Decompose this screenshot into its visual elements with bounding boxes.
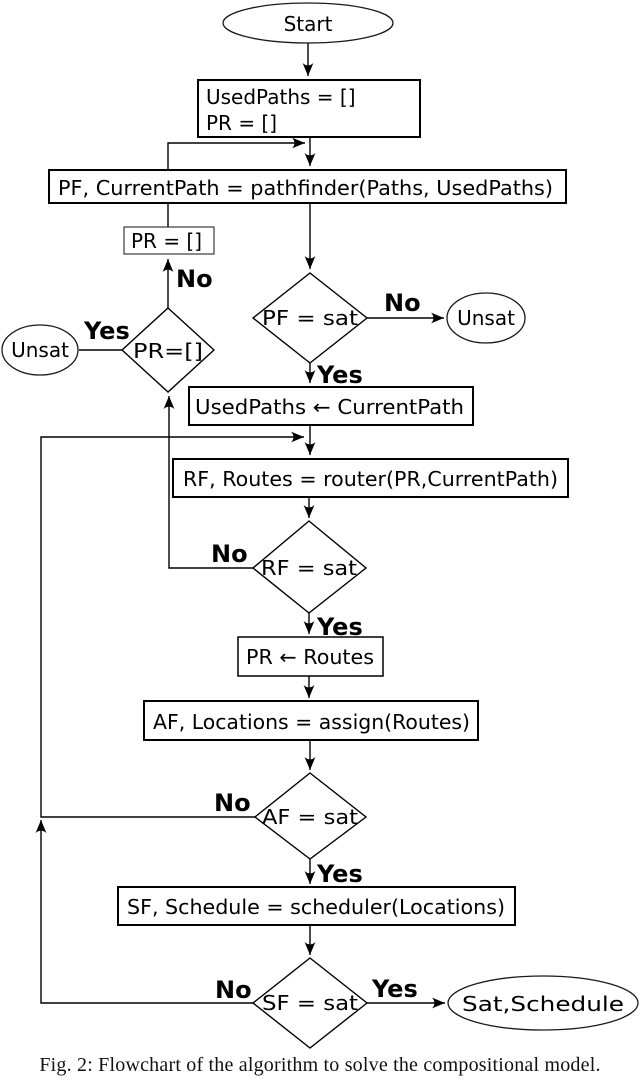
scheduler-label: SF, Schedule = scheduler(Locations) (127, 895, 505, 919)
rf-check-label: RF = sat (261, 556, 357, 580)
rf-yes-label: Yes (316, 613, 363, 641)
used-paths-update-label: UsedPaths ← CurrentPath (195, 395, 464, 419)
pf-check-diamond (251, 272, 369, 364)
assign-label: AF, Locations = assign(Routes) (153, 710, 470, 734)
pr-update-label: PR ← Routes (246, 645, 374, 669)
rf-check-diamond (251, 520, 368, 614)
edge-afcheck-no-loop-to-router (40, 431, 304, 818)
pr-check-diamond (120, 307, 216, 393)
sf-no-label: No (215, 976, 252, 1004)
af-check-label: AF = sat (262, 805, 358, 829)
sat-schedule-node (447, 975, 639, 1031)
unsat-left-label: Unsat (11, 338, 69, 362)
af-check-diamond (253, 772, 368, 860)
pf-yes-label: Yes (316, 361, 363, 389)
sf-yes-label: Yes (371, 975, 418, 1003)
flowchart-svg: Start UsedPaths = [] PR = [] PF, Current… (1, 2, 639, 1049)
af-no-label: No (214, 789, 251, 817)
pf-no-label: No (384, 289, 421, 317)
start-label: Start (284, 12, 333, 36)
pathfinder-label: PF, CurrentPath = pathfinder(Paths, Used… (58, 176, 553, 200)
af-yes-label: Yes (316, 860, 363, 888)
router-label: RF, Routes = router(PR,CurrentPath) (183, 467, 558, 491)
edge-rfcheck-no-loop-to-prcheck (163, 396, 253, 569)
unsat-right-label: Unsat (457, 306, 515, 330)
unsat-right-node (446, 292, 526, 344)
figure-caption: Fig. 2: Flowchart of the algorithm to so… (39, 1054, 601, 1076)
sf-check-label: SF = sat (262, 991, 358, 1015)
edge-sfcheck-no-loop-to-afloop (35, 820, 253, 1004)
sat-schedule-label: Sat,Schedule (462, 992, 624, 1016)
start-node (222, 2, 394, 44)
pr-update-box (237, 636, 384, 677)
unsat-left-node (1, 324, 79, 376)
pr-reset-box (123, 226, 215, 255)
pr-check-label: PR=[] (133, 339, 203, 363)
used-paths-update-box (188, 386, 474, 426)
router-box (172, 458, 569, 498)
init-line2: PR = [] (206, 111, 277, 135)
pr-reset-label: PR = [] (131, 229, 202, 253)
assign-box (143, 700, 479, 741)
init-line1: UsedPaths = [] (206, 85, 356, 109)
pf-check-label: PF = sat (262, 306, 358, 330)
sf-check-diamond (251, 957, 369, 1049)
init-box (197, 79, 421, 138)
pr-no-label: No (176, 265, 213, 293)
rf-no-label: No (211, 540, 248, 568)
pathfinder-box (48, 169, 567, 204)
scheduler-box (117, 886, 516, 926)
pr-yes-label: Yes (83, 317, 130, 345)
